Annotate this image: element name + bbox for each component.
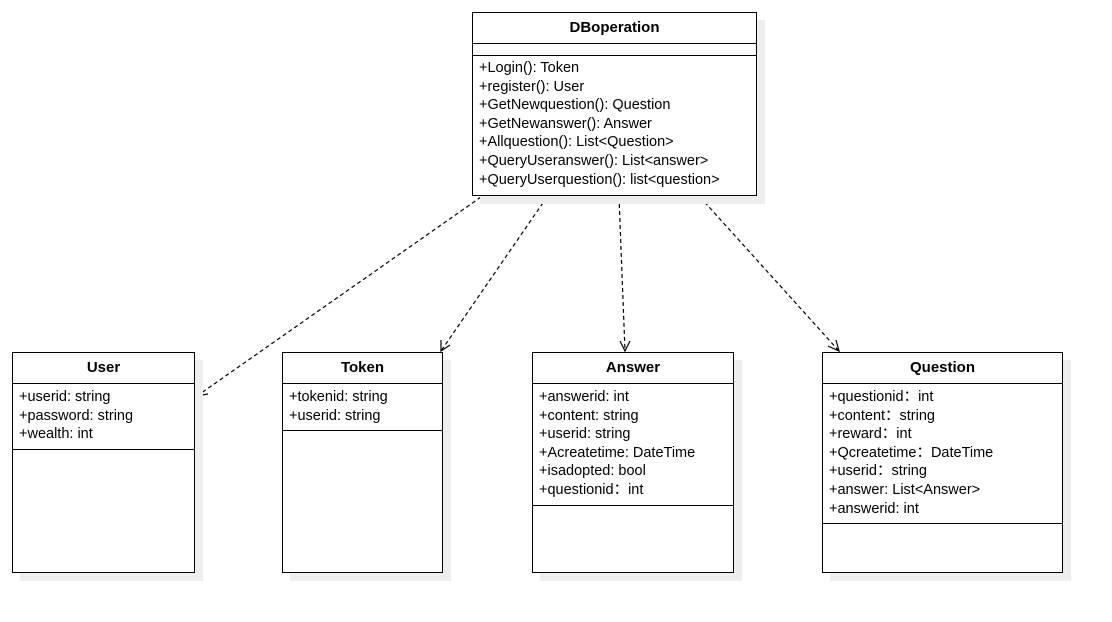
attribute-answer: +answer: List<Answer> xyxy=(829,481,981,498)
class-user[interactable]: User +userid: string +password: string +… xyxy=(12,352,195,573)
class-token-attributes: +tokenid: string +userid: string xyxy=(283,384,442,432)
class-user-methods xyxy=(13,450,194,459)
arrowhead-question xyxy=(827,339,840,353)
class-dboperation-name: DBoperation xyxy=(473,13,756,44)
class-question-name: Question xyxy=(823,353,1062,384)
class-answer[interactable]: Answer +answerid: int +content: string +… xyxy=(532,352,734,573)
class-token-methods xyxy=(283,431,442,440)
method-getnewanswer: +GetNewanswer(): Answer xyxy=(479,115,652,132)
attribute-questionid: +questionid：int xyxy=(829,389,934,405)
attribute-tokenid: +tokenid: string xyxy=(289,389,388,405)
class-dboperation-attributes xyxy=(473,44,756,56)
class-dboperation[interactable]: DBoperation +Login(): Token +register():… xyxy=(472,12,757,196)
arrowhead-answer xyxy=(619,340,631,353)
class-token[interactable]: Token +tokenid: string +userid: string xyxy=(282,352,443,573)
class-token-name: Token xyxy=(283,353,442,384)
class-user-attributes: +userid: string +password: string +wealt… xyxy=(13,384,194,450)
attribute-password: +password: string xyxy=(19,407,134,424)
class-question-methods xyxy=(823,524,1062,533)
arrowhead-user xyxy=(195,385,209,397)
method-getnewquestion: +GetNewquestion(): Question xyxy=(479,97,671,114)
attribute-userid: +userid: string xyxy=(19,389,111,405)
attribute-wealth: +wealth: int xyxy=(19,426,93,443)
class-answer-methods xyxy=(533,506,733,515)
class-answer-attributes: +answerid: int +content: string +userid:… xyxy=(533,384,733,506)
class-question-attributes: +questionid：int +content：string +reward：… xyxy=(823,384,1062,525)
attribute-qcreatetime: +Qcreatetime：DateTime xyxy=(829,444,994,461)
attribute-questionid: +questionid：int xyxy=(539,481,644,498)
method-allquestion: +Allquestion(): List<Question> xyxy=(479,134,674,151)
class-answer-name: Answer xyxy=(533,353,733,384)
class-user-name: User xyxy=(13,353,194,384)
dependency-dboperation-user xyxy=(196,196,482,397)
attribute-userid: +userid：string xyxy=(829,463,927,480)
method-login: +Login(): Token xyxy=(479,60,580,76)
attribute-answerid: +answerid: int xyxy=(539,389,629,405)
method-queryuserquestion: +QueryUserquestion(): list<question> xyxy=(479,171,720,188)
attribute-content: +content：string xyxy=(829,407,935,424)
arrowhead-token xyxy=(440,340,451,353)
method-queryuseranswer: +QueryUseranswer(): List<answer> xyxy=(479,152,709,169)
dependency-dboperation-question xyxy=(699,196,840,352)
attribute-acreatetime: +Acreatetime: DateTime xyxy=(539,444,696,461)
attribute-isadopted: +isadopted: bool xyxy=(539,463,646,480)
class-question[interactable]: Question +questionid：int +content：string… xyxy=(822,352,1063,573)
attribute-answerid: +answerid: int xyxy=(829,500,919,517)
class-dboperation-methods: +Login(): Token +register(): User +GetNe… xyxy=(473,56,756,194)
method-register: +register(): User xyxy=(479,78,585,95)
attribute-userid: +userid: string xyxy=(539,426,631,443)
attribute-userid: +userid: string xyxy=(289,407,381,424)
dependency-dboperation-token xyxy=(440,196,548,352)
attribute-reward: +reward：int xyxy=(829,426,912,443)
attribute-content: +content: string xyxy=(539,407,639,424)
dependency-dboperation-answer xyxy=(618,196,626,352)
